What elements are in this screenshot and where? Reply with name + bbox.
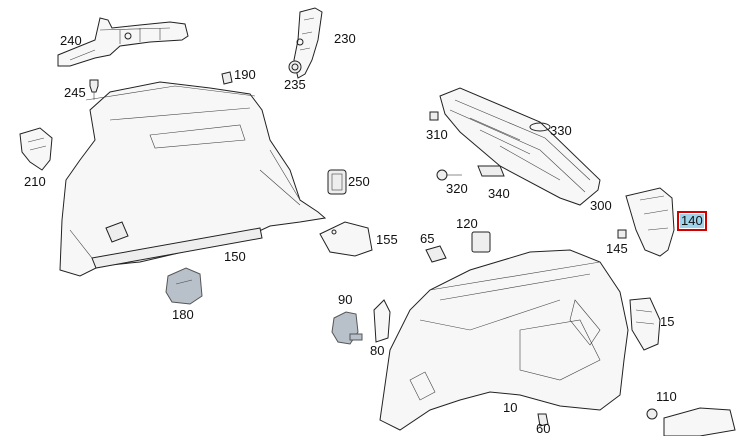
callout-300[interactable]: 300: [590, 198, 612, 213]
callout-155[interactable]: 155: [376, 232, 398, 247]
part-180-hook: [165, 267, 203, 305]
callout-15[interactable]: 15: [660, 314, 675, 329]
callout-90[interactable]: 90: [338, 292, 353, 307]
part-145-clip: [617, 229, 627, 239]
part-245-screw: [89, 79, 99, 100]
callout-310[interactable]: 310: [426, 127, 448, 142]
part-150-left-side-trim: [59, 81, 327, 277]
callout-340[interactable]: 340: [488, 186, 510, 201]
part-15-side-panel: [629, 297, 661, 351]
callout-140[interactable]: 140: [677, 211, 707, 231]
callout-210[interactable]: 210: [24, 174, 46, 189]
callout-150[interactable]: 150: [224, 249, 246, 264]
part-230-pillar-trim: [293, 7, 323, 79]
part-310-clip: [429, 111, 439, 121]
callout-110[interactable]: 110: [656, 389, 677, 404]
callout-250[interactable]: 250: [348, 174, 370, 189]
callout-230[interactable]: 230: [334, 31, 356, 46]
part-90-latch: [331, 311, 363, 345]
part-190-clip: [221, 71, 233, 85]
callout-65[interactable]: 65: [420, 231, 435, 246]
callout-320[interactable]: 320: [446, 181, 468, 196]
part-210-small-panel: [19, 127, 53, 171]
callout-235[interactable]: 235: [284, 77, 306, 92]
part-250-switch: [327, 169, 347, 195]
part-155-cover: [319, 221, 373, 257]
callout-145[interactable]: 145: [606, 241, 628, 256]
part-65-connector: [425, 245, 447, 263]
callout-60[interactable]: 60: [536, 421, 551, 436]
callout-240[interactable]: 240: [60, 33, 82, 48]
callout-330[interactable]: 330: [550, 123, 572, 138]
part-80-bracket: [373, 299, 391, 343]
part-235-grommet: [288, 60, 302, 74]
callout-80[interactable]: 80: [370, 343, 385, 358]
part-300-sill-plate: [439, 87, 601, 206]
callout-180[interactable]: 180: [172, 307, 194, 322]
callout-120[interactable]: 120: [456, 216, 478, 231]
part-120-switch: [471, 231, 491, 253]
part-60-clip: [537, 413, 549, 427]
part-330-oval-seal: [529, 122, 551, 132]
part-340-pad: [477, 165, 505, 177]
callout-190[interactable]: 190: [234, 67, 256, 82]
part-140-trim-piece: [625, 187, 675, 257]
callout-10[interactable]: 10: [503, 400, 518, 415]
part-240-bracket: [57, 17, 189, 67]
part-320-screw: [436, 169, 462, 181]
callout-245[interactable]: 245: [64, 85, 86, 100]
part-110-fastener: [646, 407, 736, 436]
part-10-trunk-trim: [379, 249, 629, 431]
